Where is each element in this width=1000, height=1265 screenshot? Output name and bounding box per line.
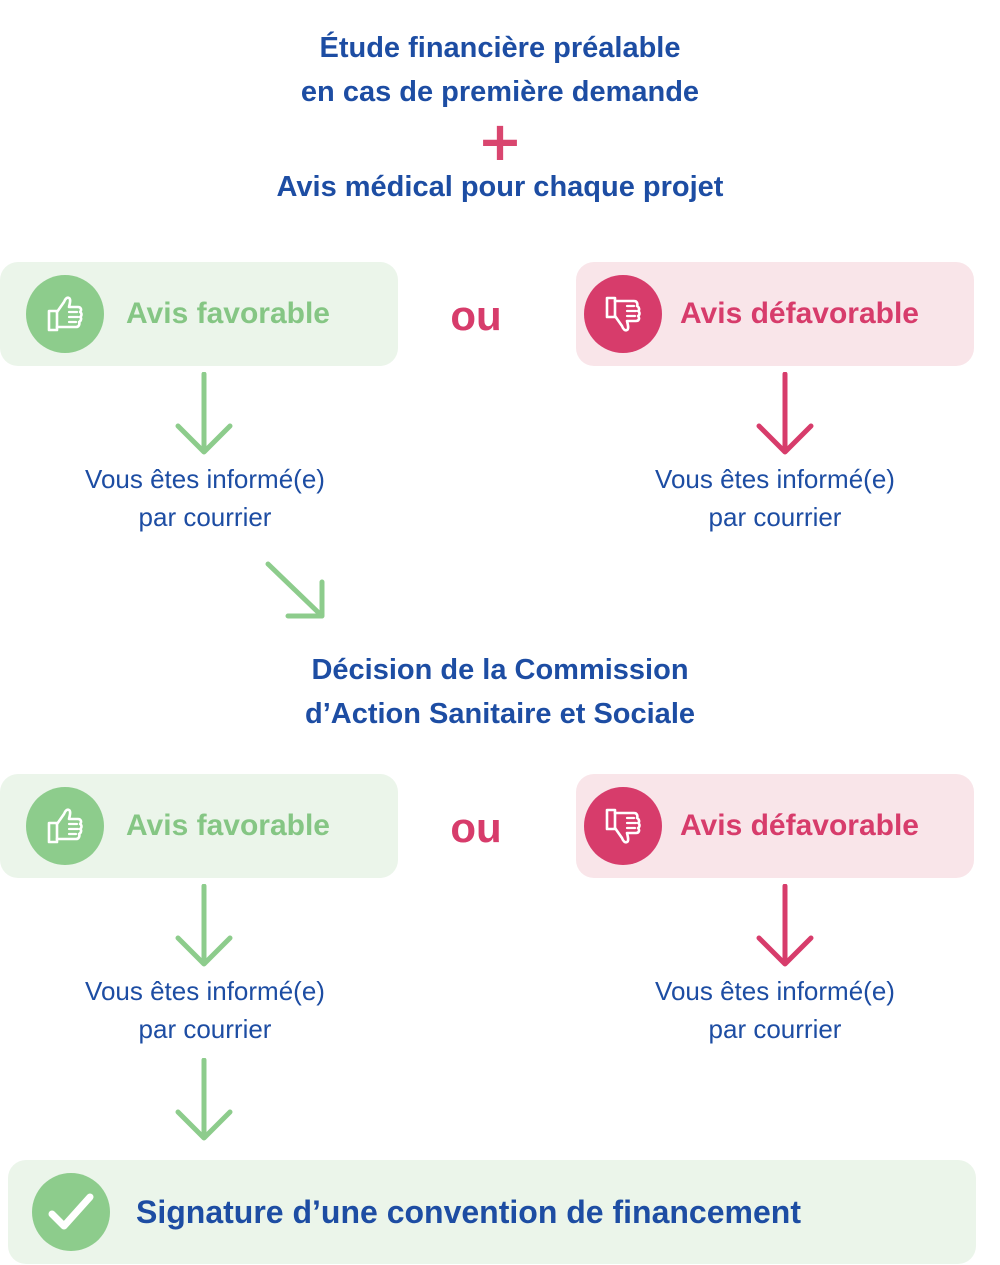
thumbs-up-icon bbox=[26, 275, 104, 353]
defavorable-label: Avis défavorable bbox=[680, 297, 919, 330]
commission-line-2: d’Action Sanitaire et Sociale bbox=[305, 698, 695, 730]
or-label: ou bbox=[450, 804, 502, 851]
favorable-label: Avis favorable bbox=[126, 809, 330, 842]
plus-sign: + bbox=[477, 110, 523, 173]
favorable-label: Avis favorable bbox=[126, 297, 330, 330]
commission-line-1: Décision de la Commission bbox=[311, 654, 689, 686]
thumbs-down-icon bbox=[584, 275, 662, 353]
arrow-down-icon bbox=[175, 372, 233, 455]
info-line: par courrier bbox=[138, 502, 272, 532]
step1-favorable-box: Avis favorable bbox=[0, 262, 398, 366]
step2-defavorable-info: Vous êtes informé(e) par courrier bbox=[575, 972, 975, 1048]
arrow-down-icon bbox=[175, 884, 233, 967]
step2-favorable-info: Vous êtes informé(e) par courrier bbox=[5, 972, 405, 1048]
arrow-down-icon bbox=[175, 1058, 233, 1141]
info-line: Vous êtes informé(e) bbox=[85, 976, 325, 1006]
header-line-3: Avis médical pour chaque projet bbox=[276, 171, 724, 203]
header-line-2: en cas de première demande bbox=[300, 76, 700, 108]
arrow-diagonal-icon bbox=[265, 561, 325, 619]
info-line: Vous êtes informé(e) bbox=[655, 464, 895, 494]
info-line: Vous êtes informé(e) bbox=[655, 976, 895, 1006]
step1-defavorable-info: Vous êtes informé(e) par courrier bbox=[575, 460, 975, 536]
arrow-down-icon bbox=[756, 884, 814, 967]
info-line: par courrier bbox=[138, 1014, 272, 1044]
check-icon bbox=[32, 1173, 110, 1251]
or-label: ou bbox=[450, 292, 502, 339]
info-line: par courrier bbox=[708, 1014, 842, 1044]
info-line: par courrier bbox=[708, 502, 842, 532]
header-line-1: Étude financière préalable bbox=[319, 32, 681, 64]
step1-defavorable-box: Avis défavorable bbox=[576, 262, 974, 366]
signature-box: Signature d’une convention de financemen… bbox=[8, 1160, 976, 1264]
info-line: Vous êtes informé(e) bbox=[85, 464, 325, 494]
thumbs-down-icon bbox=[584, 787, 662, 865]
thumbs-up-icon bbox=[26, 787, 104, 865]
arrow-down-icon bbox=[756, 372, 814, 455]
step1-favorable-info: Vous êtes informé(e) par courrier bbox=[5, 460, 405, 536]
defavorable-label: Avis défavorable bbox=[680, 809, 919, 842]
step2-defavorable-box: Avis défavorable bbox=[576, 774, 974, 878]
signature-label: Signature d’une convention de financemen… bbox=[136, 1193, 801, 1230]
step2-favorable-box: Avis favorable bbox=[0, 774, 398, 878]
